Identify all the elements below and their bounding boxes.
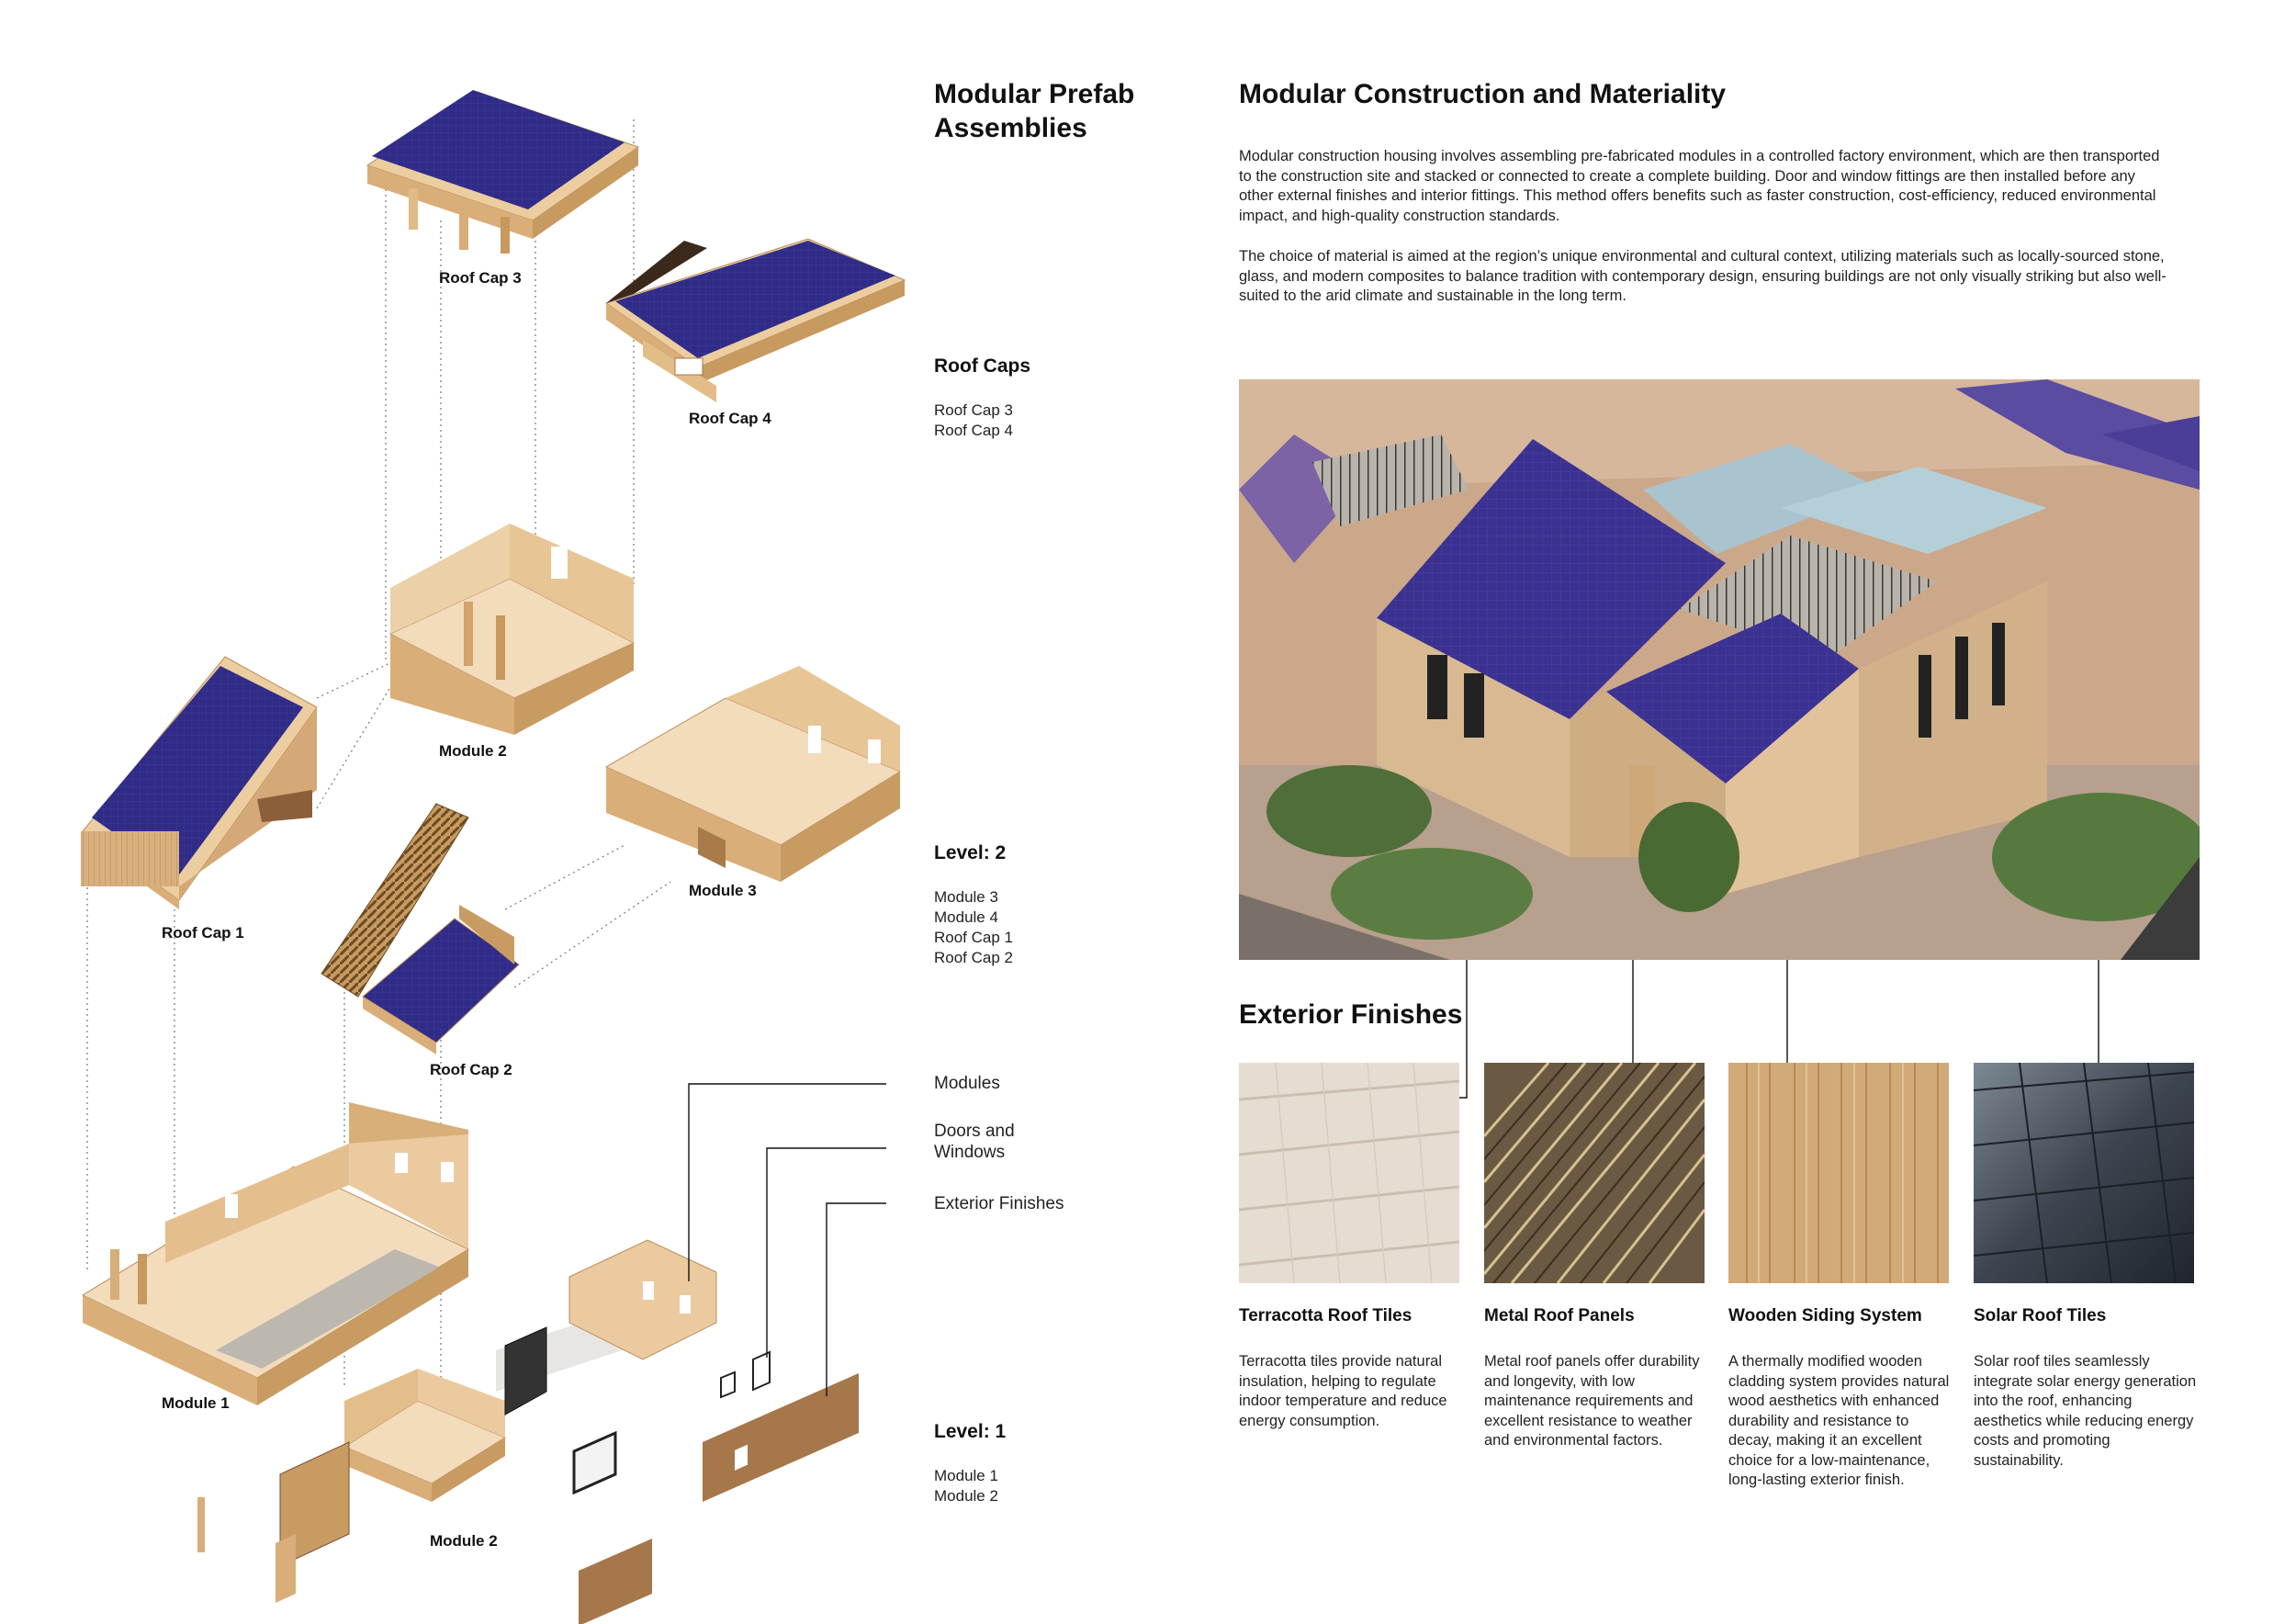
list-item: Roof Cap 2	[934, 949, 1013, 966]
construction-title: Modular Construction and Materiality	[1239, 79, 1727, 109]
construction-paragraph-1: Modular construction housing involves as…	[1239, 148, 2160, 224]
list-item: Module 3	[934, 888, 998, 906]
construction-paragraph-2: The choice of material is aimed at the r…	[1239, 248, 2167, 304]
exterior-finishes-heading: Exterior Finishes	[1239, 999, 1463, 1030]
label-roof-cap-3: Roof Cap 3	[439, 269, 522, 287]
finish-title-metal: Metal Roof Panels	[1484, 1306, 1635, 1325]
level-2-heading: Level: 2	[934, 842, 1007, 863]
list-item: Roof Cap 1	[934, 929, 1013, 946]
finish-title-solar: Solar Roof Tiles	[1974, 1306, 2107, 1325]
terracotta-tiles-swatch	[1239, 1063, 1459, 1283]
list-item: Module 1	[934, 1467, 998, 1484]
roof-cap-3-model	[366, 90, 640, 254]
legend-exterior-finishes: Exterior Finishes	[934, 1194, 1064, 1213]
module-2-upper-model	[388, 524, 636, 735]
roof-cap-2-model	[321, 803, 520, 1054]
level-2-list: Module 3 Module 4 Roof Cap 1 Roof Cap 2	[934, 887, 1013, 968]
roof-cap-4-model	[604, 238, 906, 402]
metal-roof-swatch	[1484, 1063, 1705, 1283]
solar-tiles-swatch	[1974, 1063, 2194, 1283]
module-1-model	[81, 1102, 470, 1405]
level-1-list: Module 1 Module 2	[934, 1466, 998, 1506]
exterior-finish-panels	[197, 1373, 859, 1624]
label-module-2-upper: Module 2	[439, 742, 507, 760]
doors-windows-components	[504, 1326, 771, 1495]
finish-desc-terracotta: Terracotta tiles provide natural insulat…	[1239, 1353, 1447, 1429]
level-1-heading: Level: 1	[934, 1421, 1007, 1442]
label-roof-cap-4: Roof Cap 4	[689, 410, 771, 427]
legend-leader-lines	[688, 1083, 886, 1396]
legend-doors-windows: Doors and Windows	[934, 1122, 1015, 1162]
building-rendering-image	[1239, 379, 2200, 960]
label-module-2-lower: Module 2	[430, 1532, 498, 1550]
finish-desc-metal: Metal roof panels offer durability and l…	[1484, 1353, 1700, 1449]
list-item: Roof Cap 3	[934, 401, 1013, 419]
finish-title-wooden: Wooden Siding System	[1728, 1306, 1922, 1325]
roof-caps-list: Roof Cap 3 Roof Cap 4	[934, 400, 1013, 441]
legend-modules: Modules	[934, 1074, 1000, 1093]
label-module-3: Module 3	[689, 882, 757, 899]
wooden-siding-swatch	[1728, 1063, 1949, 1283]
list-item: Module 2	[934, 1487, 998, 1505]
finish-title-terracotta: Terracotta Roof Tiles	[1239, 1306, 1412, 1325]
roof-caps-heading: Roof Caps	[934, 355, 1030, 377]
list-item: Module 4	[934, 908, 998, 926]
roof-cap-1-model	[81, 656, 318, 909]
finish-desc-solar: Solar roof tiles seamlessly integrate so…	[1974, 1353, 2197, 1469]
label-module-1: Module 1	[162, 1394, 230, 1412]
module-2-lower-model	[343, 1239, 717, 1502]
label-roof-cap-2: Roof Cap 2	[430, 1061, 512, 1078]
assemblies-title: Modular Prefab Assemblies	[934, 79, 1135, 143]
module-3-model	[604, 666, 902, 882]
finish-desc-wooden: A thermally modified wooden cladding sys…	[1728, 1353, 1950, 1488]
label-roof-cap-1: Roof Cap 1	[162, 924, 244, 942]
list-item: Roof Cap 4	[934, 422, 1013, 439]
